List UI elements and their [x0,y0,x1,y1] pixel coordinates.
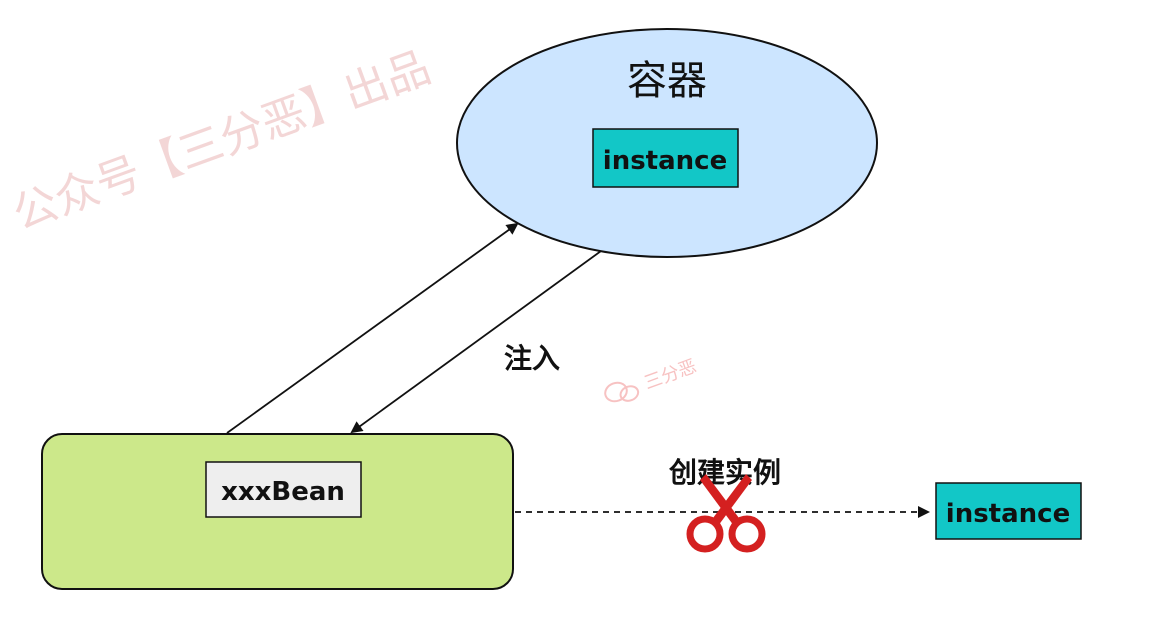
watermark: 公众号【三分恶】出品 [6,42,437,240]
container-node: 容器 instance [456,28,878,258]
container-instance-box [592,128,739,188]
bean-to-container-arrow [226,222,519,434]
external-instance-box [935,482,1082,540]
logo-text: 三分恶 [641,356,699,394]
inject-label: 注入 [504,342,560,375]
container-label: 容器 [627,58,707,104]
bean-name-label: xxxBean [221,477,345,507]
watermark-text: 公众号【三分恶】出品 [6,42,437,240]
external-instance-node: instance [935,482,1082,540]
wechat-logo-icon: 三分恶 [604,356,699,403]
create-instance-label: 创建实例 [668,456,781,489]
inject-arrow [350,250,602,434]
bean-name-box [205,461,362,518]
bean-node: xxxBean [41,433,514,590]
scissors-icon [686,474,766,553]
external-instance-label: instance [946,499,1070,529]
container-instance-label: instance [603,146,727,176]
